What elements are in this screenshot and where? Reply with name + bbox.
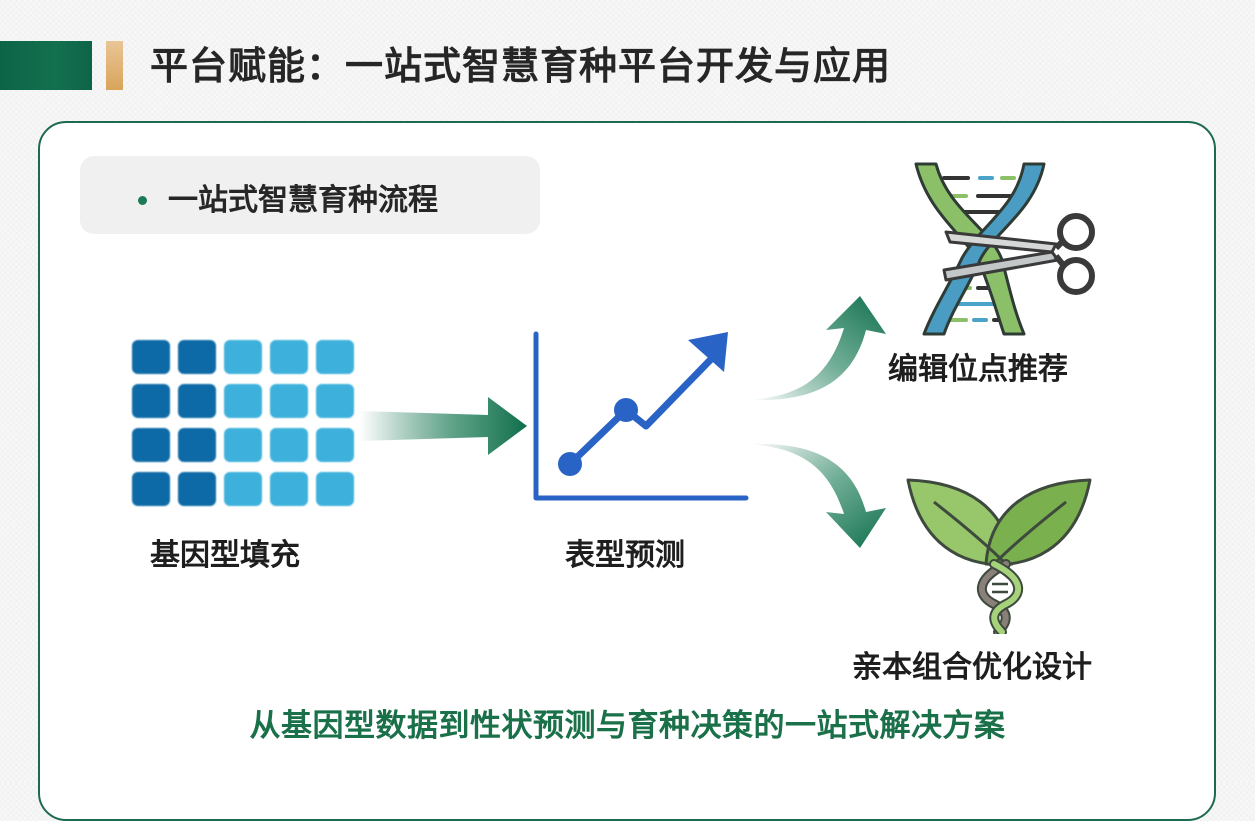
content-card <box>38 121 1216 821</box>
sprout-dna-icon <box>906 478 1092 634</box>
curved-arrow-down-icon <box>750 443 886 548</box>
step-label-edit-site-recommendation: 编辑位点推荐 <box>888 352 1068 387</box>
page-title: 平台赋能：一站式智慧育种平台开发与应用 <box>150 44 892 88</box>
dna-scissors-icon <box>914 162 1095 336</box>
trend-chart-icon <box>533 331 749 501</box>
step-label-phenotype-prediction: 表型预测 <box>565 538 685 573</box>
section-heading: 一站式智慧育种流程 <box>168 183 438 218</box>
genotype-matrix-icon <box>132 340 354 506</box>
section-heading-pill <box>80 156 540 234</box>
step-label-parent-combination-design: 亲本组合优化设计 <box>852 650 1092 685</box>
title-accent-gold-bar <box>106 41 123 90</box>
bullet-icon <box>138 196 147 205</box>
curved-arrow-up-icon <box>750 296 886 401</box>
title-accent-bar <box>0 41 92 90</box>
step-label-genotype-imputation: 基因型填充 <box>150 538 300 573</box>
summary-tagline: 从基因型数据到性状预测与育种决策的一站式解决方案 <box>249 708 1006 744</box>
arrow-right-icon <box>360 397 527 455</box>
